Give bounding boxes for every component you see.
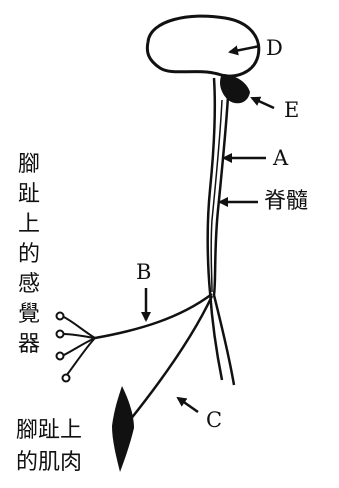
sensory-char: 器 — [16, 330, 42, 360]
label-sensory-receptor: 腳 趾 上 的 感 覺 器 — [16, 150, 42, 360]
sensory-char: 覺 — [16, 300, 42, 330]
receptor-end-2 — [57, 331, 64, 338]
arrow-C — [178, 398, 198, 412]
sensory-nerve — [95, 294, 212, 338]
label-D: D — [266, 38, 283, 59]
label-A: A — [273, 148, 288, 169]
label-spinal-cord: 脊髓 — [264, 191, 308, 213]
receptor-end-4 — [63, 375, 70, 382]
arrow-E — [252, 98, 274, 108]
label-B: B — [136, 262, 151, 283]
label-C: C — [206, 410, 222, 431]
receptor-branch-3 — [62, 338, 95, 356]
label-muscle-line2: 的肌肉 — [16, 452, 82, 474]
spinal-cord-right-edge — [214, 96, 234, 385]
sensory-char: 的 — [16, 240, 42, 270]
brainstem-shape — [220, 74, 250, 103]
receptor-branch-4 — [66, 338, 95, 376]
sensory-char: 趾 — [16, 180, 42, 210]
brain-shape — [147, 16, 258, 76]
sensory-char: 上 — [16, 210, 42, 240]
sensory-char: 感 — [16, 270, 42, 300]
motor-nerve — [130, 296, 212, 420]
muscle-shape — [112, 386, 134, 472]
receptor-end-1 — [57, 313, 64, 320]
receptor-end-3 — [57, 353, 64, 360]
label-E: E — [284, 100, 299, 121]
sensory-char: 腳 — [16, 150, 42, 180]
label-muscle-line1: 腳趾上 — [16, 420, 82, 442]
